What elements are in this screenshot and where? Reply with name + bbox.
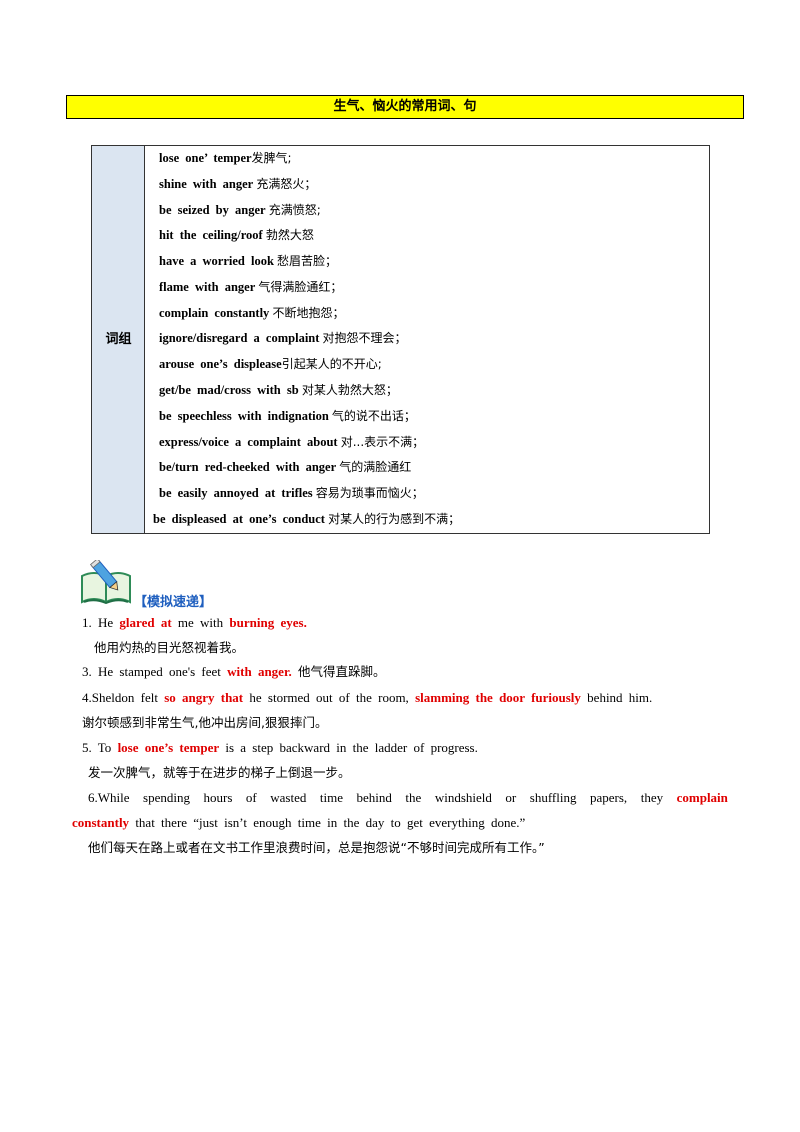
- sentence-6-translation: 他们每天在路上或者在文书工作里浪费时间，总是抱怨说“不够时间完成所有工作。”: [88, 840, 545, 855]
- phrase-item: hit the ceiling/roof 勃然大怒: [159, 228, 314, 242]
- phrase-item: lose one’ temper发脾气;: [159, 151, 292, 165]
- phrase-table: 词组 lose one’ temper发脾气; shine with anger…: [91, 145, 710, 534]
- sentence-6-line-1: 6.While spending hours of wasted time be…: [88, 790, 728, 805]
- sentence-4-translation: 谢尔顿感到非常生气,他冲出房间,狠狠摔门。: [82, 715, 328, 730]
- sentence-6-line-2: constantly that there “just isn’t enough…: [72, 815, 526, 830]
- page-title: 生气、恼火的常用词、句: [66, 95, 744, 119]
- phrase-item: flame with anger 气得满脸通红；: [159, 280, 343, 294]
- phrase-item: be easily annoyed at trifles 容易为琐事而恼火；: [159, 486, 424, 500]
- phrase-item: be speechless with indignation 气的说不出话；: [159, 409, 416, 423]
- sentence-3: 3. He stamped one's feet with anger. 他气得…: [82, 664, 386, 679]
- section-title: 【模拟速递】: [134, 595, 213, 610]
- phrase-item: be/turn red-cheeked with anger 气的满脸通红: [159, 460, 412, 474]
- phrase-item: arouse one’s displease引起某人的不开心;: [159, 357, 382, 371]
- sentence-4: 4.Sheldon felt so angry that he stormed …: [82, 690, 653, 705]
- phrase-item: be displeased at one’s conduct 对某人的行为感到不…: [153, 512, 461, 526]
- sentence-5-translation: 发一次脾气，就等于在进步的梯子上倒退一步。: [88, 765, 351, 780]
- phrase-item: have a worried look 愁眉苦脸；: [159, 254, 338, 268]
- book-pencil-icon: [81, 560, 131, 604]
- phrase-item: ignore/disregard a complaint 对抱怨不理会；: [159, 331, 407, 345]
- phrase-item: be seized by anger 充满愤怒;: [159, 203, 321, 217]
- table-label: 词组: [105, 332, 132, 347]
- table-label-cell: 词组: [92, 146, 145, 533]
- phrase-item: get/be mad/cross with sb 对某人勃然大怒；: [159, 383, 398, 397]
- phrase-item: complain constantly 不断地抱怨；: [159, 306, 345, 320]
- sentence-1: 1. He glared at me with burning eyes.: [82, 615, 307, 630]
- phrase-item: express/voice a complaint about 对...表示不满…: [159, 435, 425, 449]
- sentence-1-translation: 他用灼热的目光怒视着我。: [94, 640, 245, 655]
- sentence-5: 5. To lose one’s temper is a step backwa…: [82, 740, 478, 755]
- phrase-item: shine with anger 充满怒火；: [159, 177, 317, 191]
